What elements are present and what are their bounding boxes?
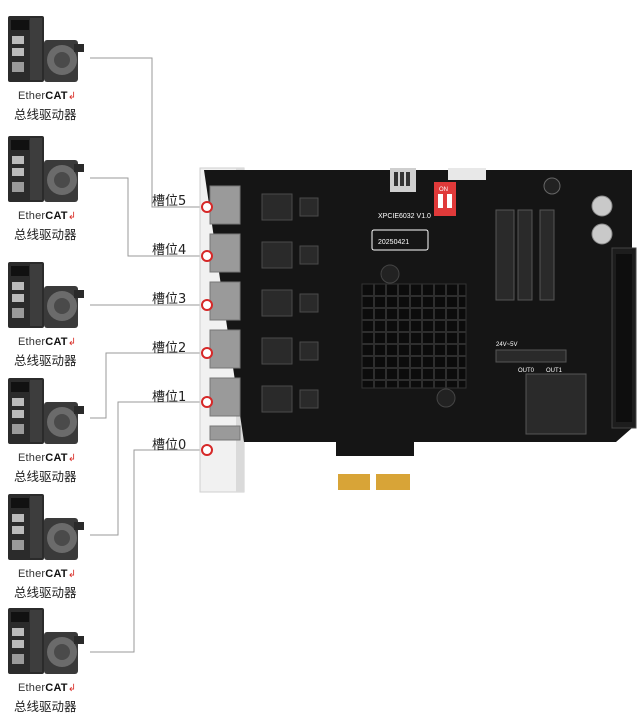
wire-slot5 bbox=[90, 57, 204, 208]
drive-label: 总线驱动器 bbox=[14, 353, 77, 368]
wire-slot0 bbox=[90, 449, 204, 653]
date-code: 20250421 bbox=[378, 239, 409, 246]
servo-drive: EtherCAT↲ 总线驱动器 bbox=[0, 132, 96, 244]
io-section bbox=[495, 209, 587, 435]
servo-drive: EtherCAT↲ 总线驱动器 bbox=[0, 12, 96, 124]
date-label-box bbox=[371, 229, 429, 251]
ethercat-logo: EtherCAT↲ bbox=[18, 568, 77, 580]
slot-label-2: 槽位2 bbox=[152, 341, 187, 356]
drive-label: 总线驱动器 bbox=[14, 469, 77, 484]
wire-slot2 bbox=[90, 352, 204, 419]
servo-drive-icon bbox=[8, 136, 84, 202]
heatsink bbox=[361, 264, 467, 408]
slot-label-5: 槽位5 bbox=[152, 194, 187, 209]
pcie-motion-card: XPCIE6032 V1.0 20250421 ON 24V~5V OUT0 O… bbox=[199, 167, 637, 493]
slot-label-3: 槽位3 bbox=[152, 292, 187, 307]
servo-drive-icon bbox=[8, 262, 84, 328]
slot-label-0: 槽位0 bbox=[152, 438, 187, 453]
servo-drive-icon bbox=[8, 608, 84, 674]
servo-drive-icon bbox=[8, 494, 84, 560]
ethercat-logo: EtherCAT↲ bbox=[18, 90, 77, 102]
servo-drive-icon bbox=[8, 16, 84, 82]
drive-label: 总线驱动器 bbox=[14, 107, 77, 122]
drive-label: 总线驱动器 bbox=[14, 699, 77, 714]
slot-indicator-leds bbox=[201, 201, 213, 456]
servo-drive-icon bbox=[8, 378, 84, 444]
out1-label: OUT1 bbox=[546, 368, 563, 374]
power-label: 24V~5V bbox=[496, 342, 518, 348]
phy-chips bbox=[261, 193, 319, 413]
servo-drive: EtherCAT↲ 总线驱动器 bbox=[0, 374, 96, 486]
pcie-gold-fingers bbox=[338, 474, 410, 490]
top-connector bbox=[448, 168, 486, 180]
drive-label: 总线驱动器 bbox=[14, 227, 77, 242]
servo-drive: EtherCAT↲ 总线驱动器 bbox=[0, 258, 96, 370]
dip-on-label: ON bbox=[439, 187, 448, 193]
wire-slot1 bbox=[90, 401, 204, 536]
ethercat-logo: EtherCAT↲ bbox=[18, 452, 77, 464]
wire-slot4 bbox=[90, 177, 204, 257]
slot-label-1: 槽位1 bbox=[152, 390, 187, 405]
ethercat-logo: EtherCAT↲ bbox=[18, 682, 77, 694]
out0-label: OUT0 bbox=[518, 368, 535, 374]
servo-drive: EtherCAT↲ 总线驱动器 bbox=[0, 604, 96, 716]
servo-drive: EtherCAT↲ 总线驱动器 bbox=[0, 490, 96, 602]
capacitors bbox=[543, 177, 613, 245]
ethercat-logo: EtherCAT↲ bbox=[18, 336, 77, 348]
ethercat-logo: EtherCAT↲ bbox=[18, 210, 77, 222]
slot-label-4: 槽位4 bbox=[152, 243, 187, 258]
board-model: XPCIE6032 V1.0 bbox=[378, 213, 431, 220]
dsub-header-connector bbox=[611, 247, 637, 429]
dip-switch: ON bbox=[390, 168, 456, 216]
drive-label: 总线驱动器 bbox=[14, 585, 77, 600]
rj45-ports bbox=[209, 185, 241, 441]
